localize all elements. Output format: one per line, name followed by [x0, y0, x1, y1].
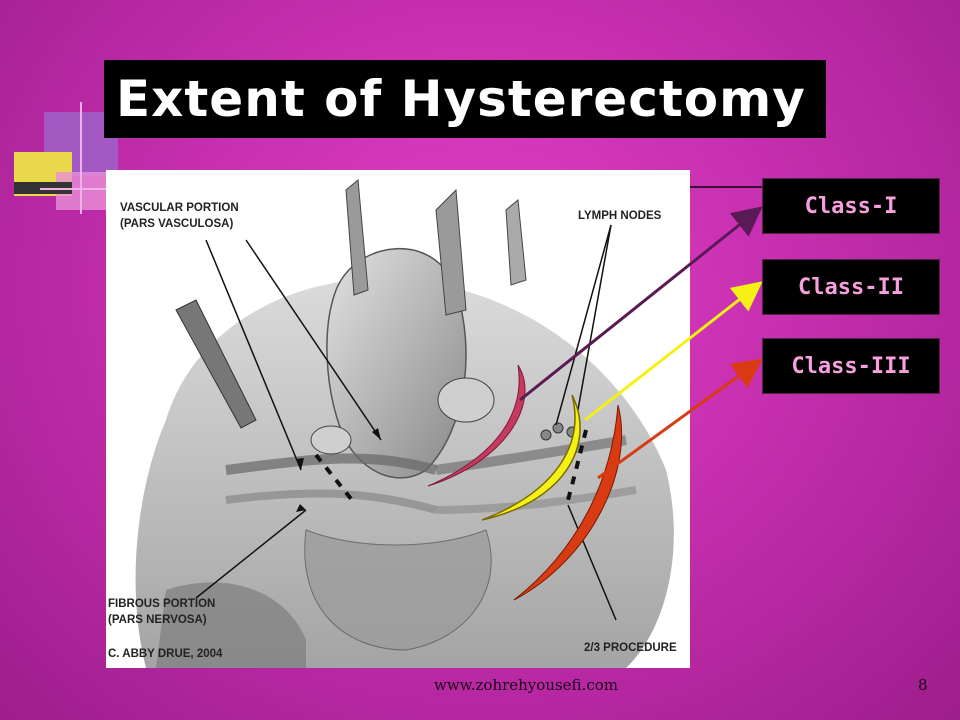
decor-line-horizontal: [40, 188, 110, 190]
class-i-box: Class-I: [762, 178, 940, 234]
connector-line: [690, 186, 762, 188]
label-vascular-line1: VASCULAR PORTION: [120, 202, 239, 214]
label-lymph-nodes: LYMPH NODES: [578, 210, 662, 222]
anatomical-illustration: VASCULAR PORTION (PARS VASCULOSA) LYMPH …: [106, 170, 690, 668]
label-vascular-portion: VASCULAR PORTION (PARS VASCULOSA): [120, 200, 239, 232]
label-vascular-line2: (PARS VASCULOSA): [120, 218, 234, 230]
label-procedure: 2/3 PROCEDURE: [584, 642, 677, 654]
class-ii-box: Class-II: [762, 259, 940, 315]
page-number: 8: [918, 676, 928, 694]
illustration-drawing: [135, 179, 674, 668]
label-credit: C. ABBY DRUE, 2004: [108, 648, 223, 660]
label-fibrous-line1: FIBROUS PORTION: [108, 598, 216, 610]
class-iii-box: Class-III: [762, 338, 940, 394]
label-fibrous-line2: (PARS NERVOSA): [108, 614, 207, 626]
slide-title: Extent of Hysterectomy: [104, 60, 826, 138]
decor-line-vertical: [80, 102, 82, 214]
footer-url: www.zohrehyousefi.com: [434, 676, 618, 694]
label-fibrous-portion: FIBROUS PORTION (PARS NERVOSA): [108, 596, 215, 628]
